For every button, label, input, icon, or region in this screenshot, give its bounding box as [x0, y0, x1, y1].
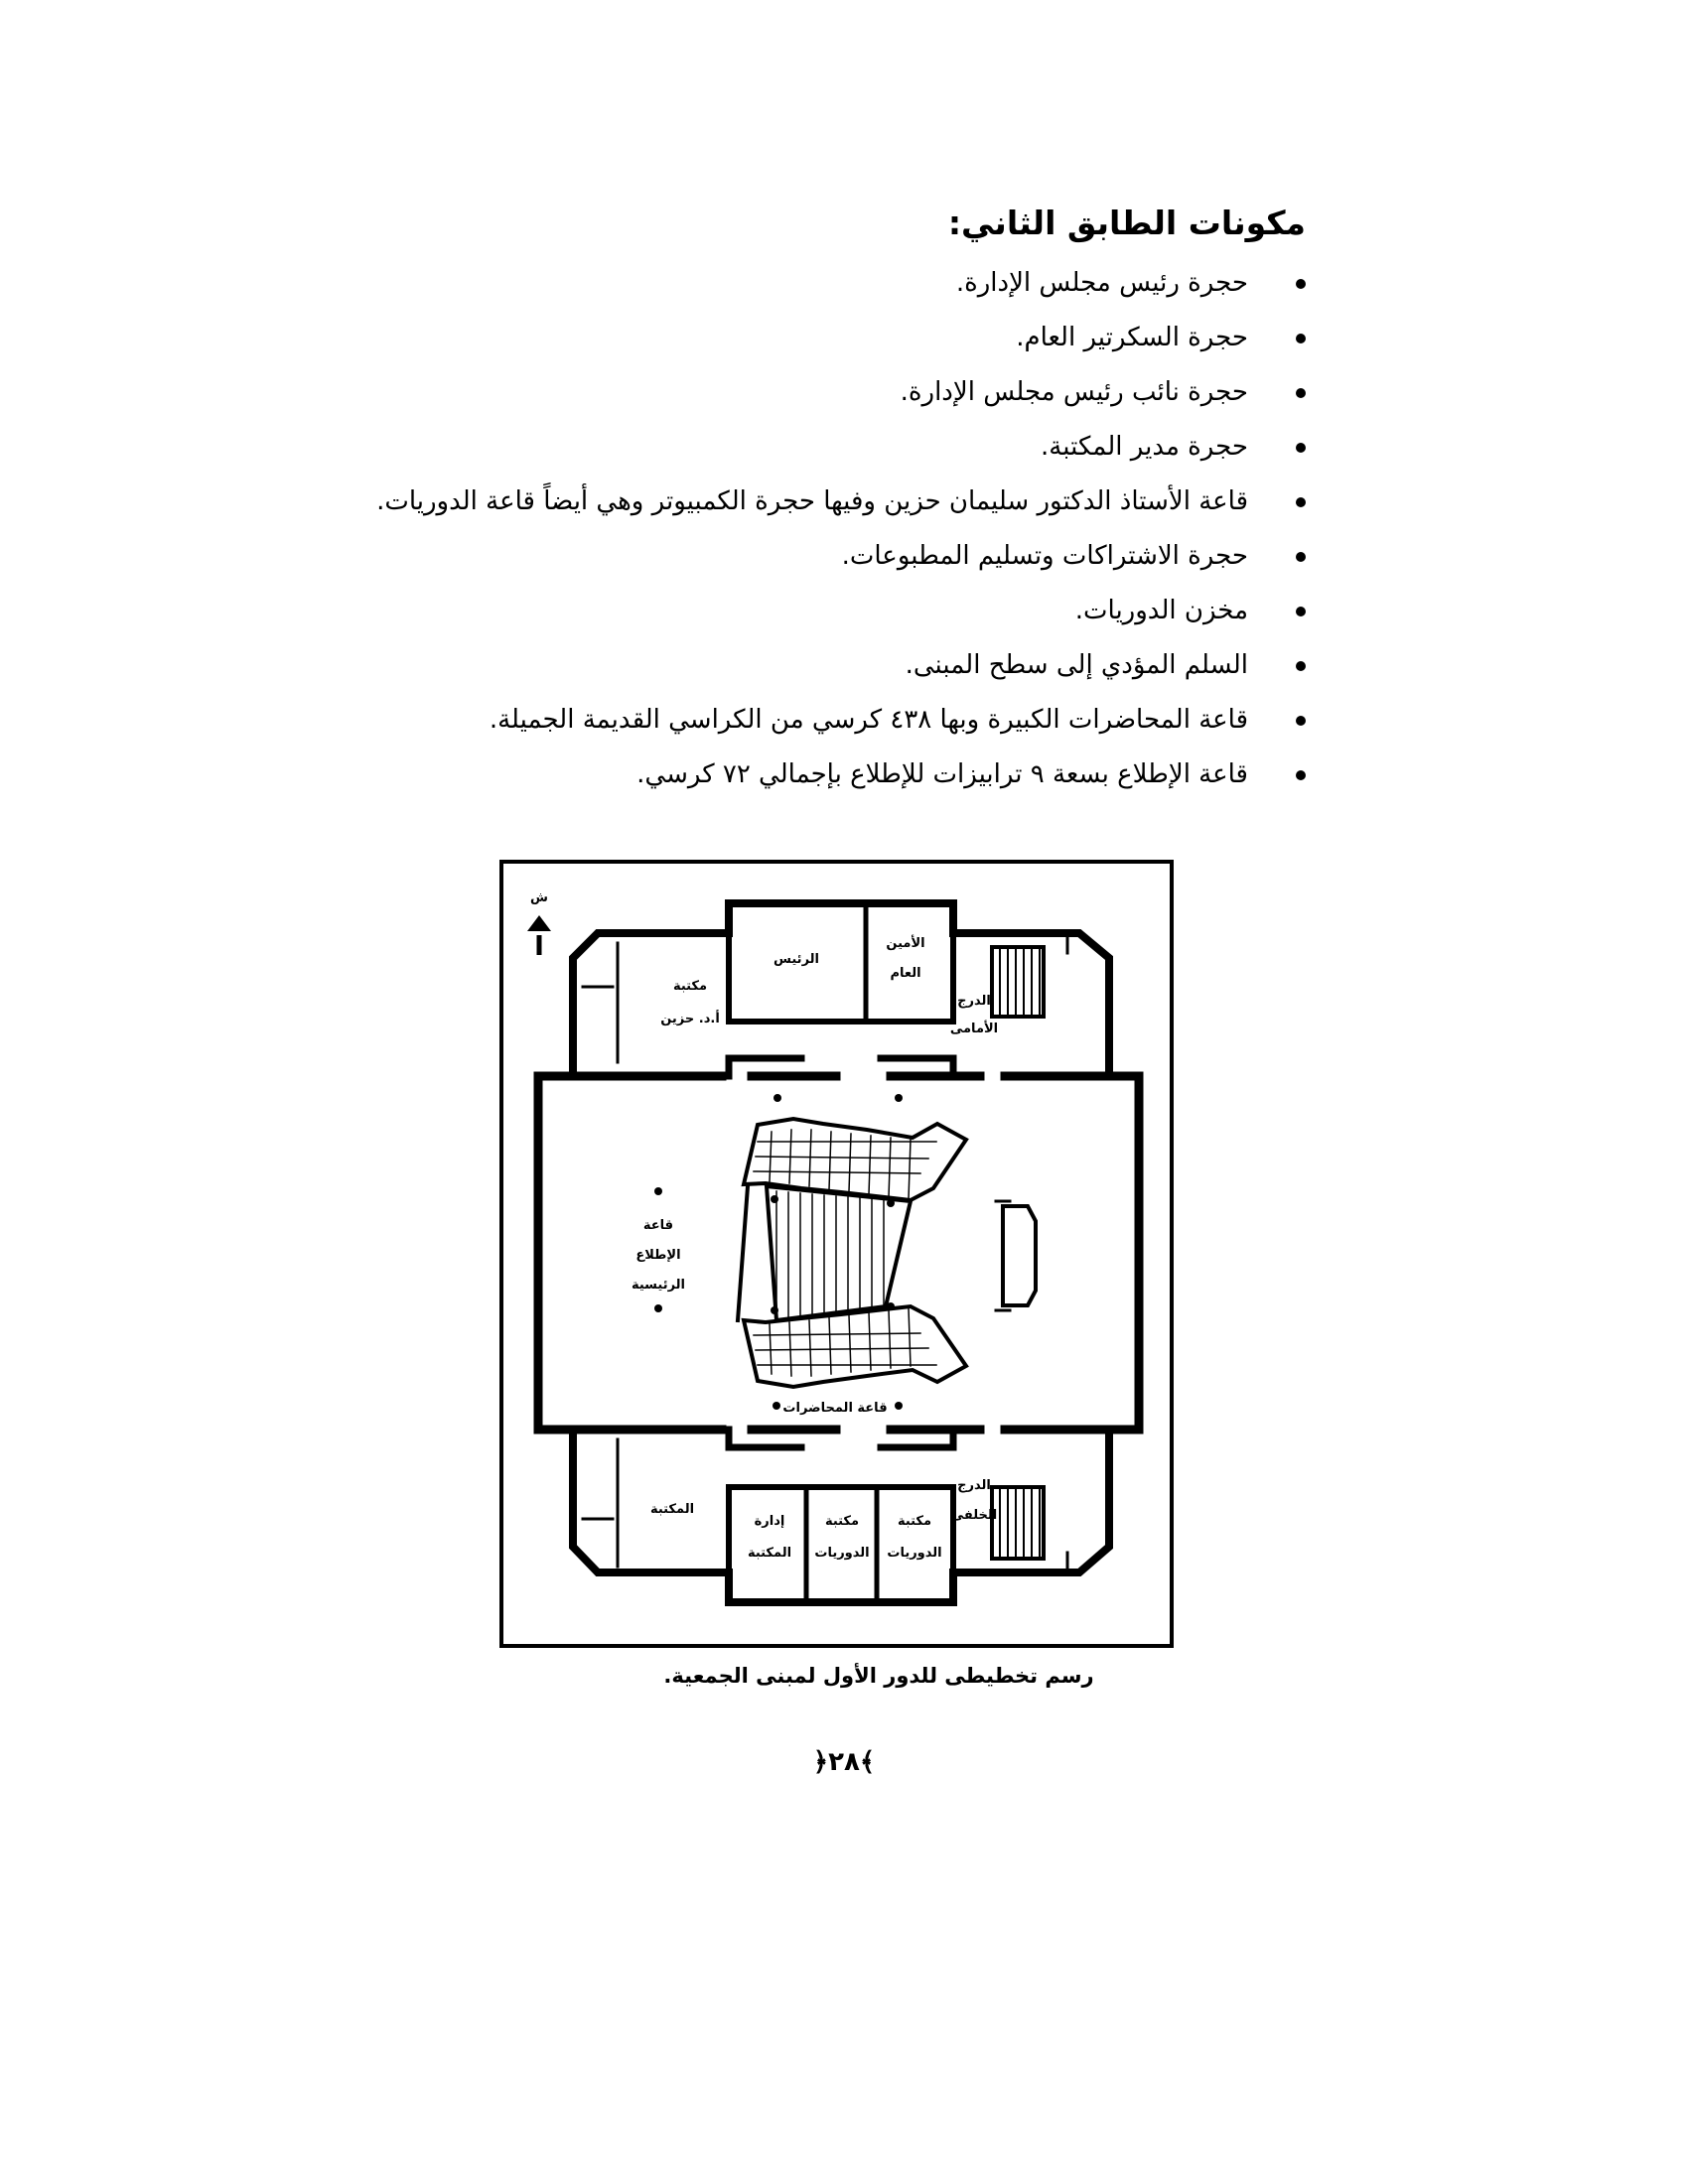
room-label-library: المكتبة	[650, 1502, 694, 1517]
list-item: قاعة الإطلاع بسعة ٩ ترابيزات للإطلاع بإج…	[376, 748, 1306, 802]
list-item-text: قاعة الأستاذ الدكتور سليمان حزين وفيها ح…	[376, 486, 1248, 516]
room-label-periodicals-b-line1: مكتبة	[898, 1514, 931, 1529]
room-label-back-stairs-line1: الدرج	[957, 1478, 991, 1493]
bullet-icon	[1296, 334, 1306, 343]
bullet-icon	[1296, 497, 1306, 507]
list-item-text: السلم المؤدي إلى سطح المبنى.	[905, 650, 1248, 680]
columns	[654, 1094, 903, 1410]
bullet-icon	[1296, 279, 1306, 289]
seating-left-edge	[735, 1183, 751, 1323]
list-item: مخزن الدوريات.	[376, 584, 1306, 638]
bottom-left-partition	[581, 1437, 620, 1569]
room-label-periodicals-a-line2: الدوريات	[814, 1546, 869, 1561]
list-item-text: قاعة الإطلاع بسعة ٩ ترابيزات للإطلاع بإج…	[636, 759, 1248, 789]
components-list: حجرة رئيس مجلس الإدارة. حجرة السكرتير ال…	[376, 256, 1306, 802]
room-label-library-admin-line2: المكتبة	[748, 1546, 791, 1561]
room-label-hazin-library-line1: مكتبة	[673, 979, 707, 994]
room-label-front-stairs-line1: الدرج	[957, 994, 991, 1009]
room-label-periodicals-a-line1: مكتبة	[825, 1514, 859, 1529]
top-wing-outer-wall	[569, 899, 1113, 1080]
room-label-reading-hall-line2: الإطلاع	[635, 1248, 680, 1263]
room-label-hazin-library-line2: أ.د. حزين	[660, 1010, 720, 1026]
section-heading: مكونات الطابق الثاني:	[947, 204, 1306, 242]
room-label-secretary-line2: العام	[890, 966, 920, 981]
list-item: حجرة مدير المكتبة.	[376, 420, 1306, 475]
room-label-secretary-line1: الأمين	[886, 934, 924, 951]
bullet-icon	[1296, 552, 1306, 562]
bullet-icon	[1296, 661, 1306, 671]
bottom-office-dividers	[803, 1484, 880, 1605]
page-number: ﴿٢٨﴾	[812, 1747, 876, 1777]
stage	[994, 1199, 1038, 1312]
bullet-icon	[1296, 770, 1306, 780]
list-item-text: حجرة الاشتراكات وتسليم المطبوعات.	[841, 541, 1248, 571]
list-item-text: حجرة مدير المكتبة.	[1041, 432, 1248, 462]
bullet-icon	[1296, 716, 1306, 726]
list-item: حجرة نائب رئيس مجلس الإدارة.	[376, 365, 1306, 420]
room-label-periodicals-b-line2: الدوريات	[887, 1546, 941, 1561]
bottom-corridor-walls	[725, 1426, 957, 1451]
floor-plan-frame: ش الرئيس الأمين العام مكتبة أ.د. حزين ال…	[499, 860, 1174, 1648]
list-item-text: حجرة رئيس مجلس الإدارة.	[955, 268, 1248, 298]
figure-caption: رسم تخطيطى للدور الأول لمبنى الجمعية.	[663, 1664, 1094, 1688]
room-label-president: الرئيس	[774, 952, 819, 967]
list-item: السلم المؤدي إلى سطح المبنى.	[376, 638, 1306, 693]
seating-upper-block	[741, 1116, 969, 1203]
floor-plan: ش الرئيس الأمين العام مكتبة أ.د. حزين ال…	[527, 890, 1144, 1606]
bottom-wing-outer-wall	[569, 1426, 1113, 1606]
room-label-lecture-hall: قاعة المحاضرات	[782, 1401, 887, 1416]
room-label-front-stairs-line2: الأمامى	[950, 1020, 998, 1036]
back-stairs	[990, 1485, 1069, 1574]
list-item-text: حجرة السكرتير العام.	[1016, 323, 1248, 352]
top-left-partition	[581, 941, 620, 1064]
list-item: قاعة الأستاذ الدكتور سليمان حزين وفيها ح…	[376, 475, 1306, 529]
list-item-text: مخزن الدوريات.	[1074, 596, 1248, 625]
north-label: ش	[530, 890, 548, 905]
list-item-text: قاعة المحاضرات الكبيرة وبها ٤٣٨ كرسي من …	[489, 705, 1248, 735]
seating-center-block	[764, 1183, 914, 1323]
seating-lower-block	[741, 1303, 969, 1390]
room-label-reading-hall-line3: الرئيسية	[632, 1278, 685, 1293]
bullet-icon	[1296, 388, 1306, 398]
top-office-block	[726, 900, 956, 1024]
front-stairs	[990, 931, 1069, 1019]
list-item: قاعة المحاضرات الكبيرة وبها ٤٣٨ كرسي من …	[376, 693, 1306, 748]
list-item: حجرة السكرتير العام.	[376, 311, 1306, 365]
list-item: حجرة رئيس مجلس الإدارة.	[376, 256, 1306, 311]
room-label-reading-hall-line1: قاعة	[643, 1218, 673, 1233]
lecture-hall-seating	[735, 1116, 969, 1390]
room-label-library-admin-line1: إدارة	[755, 1514, 785, 1529]
list-item: حجرة الاشتراكات وتسليم المطبوعات.	[376, 529, 1306, 584]
north-arrow-icon	[527, 915, 551, 955]
top-corridor-walls	[725, 1054, 957, 1080]
list-item-text: حجرة نائب رئيس مجلس الإدارة.	[900, 377, 1248, 407]
bullet-icon	[1296, 607, 1306, 616]
bullet-icon	[1296, 443, 1306, 453]
bottom-office-block	[726, 1484, 956, 1605]
room-label-back-stairs-line2: الخلفى	[951, 1508, 998, 1523]
